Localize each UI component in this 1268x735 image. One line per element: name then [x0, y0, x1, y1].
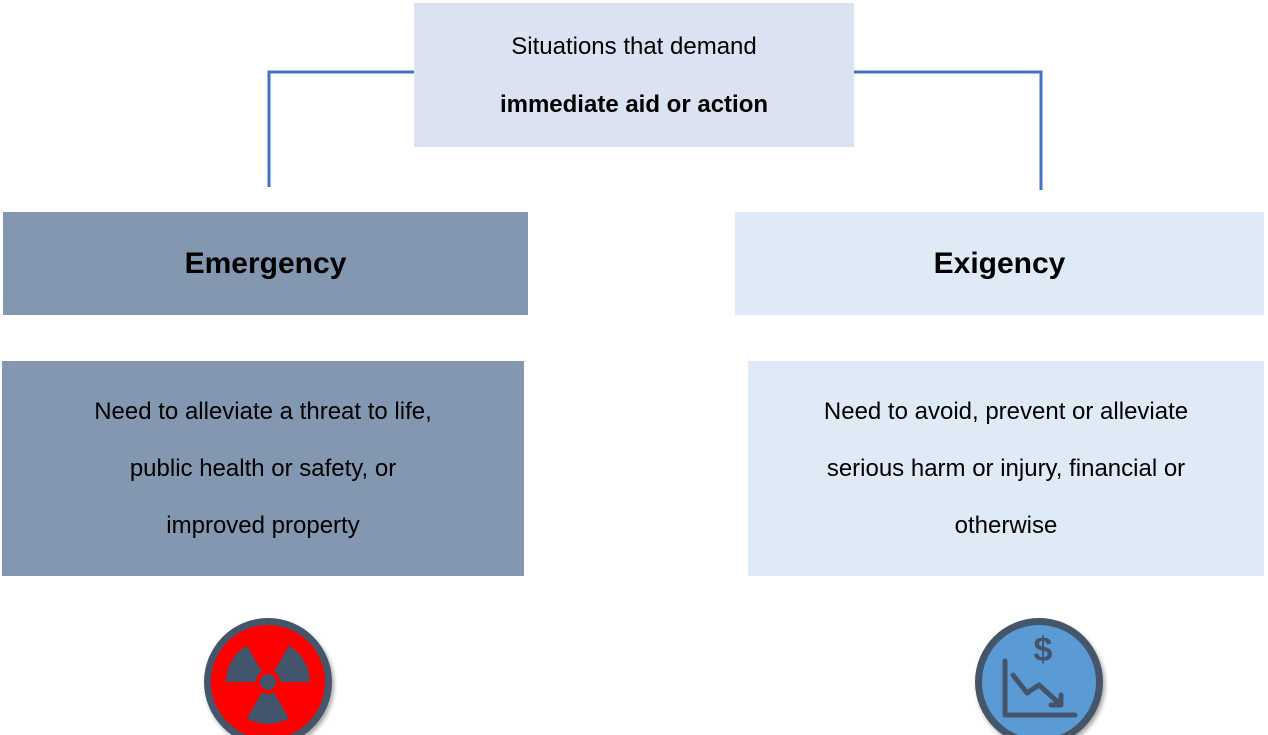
exigency-desc-line-2: serious harm or injury, financial or — [826, 455, 1186, 482]
situations-line-2: immediate aid or action — [499, 91, 769, 118]
situations-box: Situations that demand immediate aid or … — [414, 3, 854, 147]
exigency-header: Exigency — [735, 212, 1264, 315]
svg-text:$: $ — [1034, 631, 1053, 669]
emergency-desc-line-1: Need to alleviate a threat to life, — [94, 398, 432, 425]
radiation-icon — [204, 618, 332, 735]
financial-loss-icon: $ — [975, 618, 1103, 735]
connector-left — [267, 70, 414, 187]
emergency-desc-line-3: improved property — [166, 512, 360, 539]
emergency-description: Need to alleviate a threat to life, publ… — [2, 361, 524, 576]
exigency-desc-line-1: Need to avoid, prevent or alleviate — [823, 398, 1189, 425]
connector-right — [854, 70, 1043, 190]
emergency-desc-line-2: public health or safety, or — [129, 455, 397, 482]
exigency-desc-line-3: otherwise — [954, 512, 1058, 539]
emergency-header: Emergency — [3, 212, 528, 315]
exigency-title: Exigency — [933, 246, 1066, 280]
exigency-description: Need to avoid, prevent or alleviate seri… — [748, 361, 1264, 576]
emergency-title: Emergency — [184, 246, 347, 280]
situations-line-1: Situations that demand — [511, 33, 757, 60]
